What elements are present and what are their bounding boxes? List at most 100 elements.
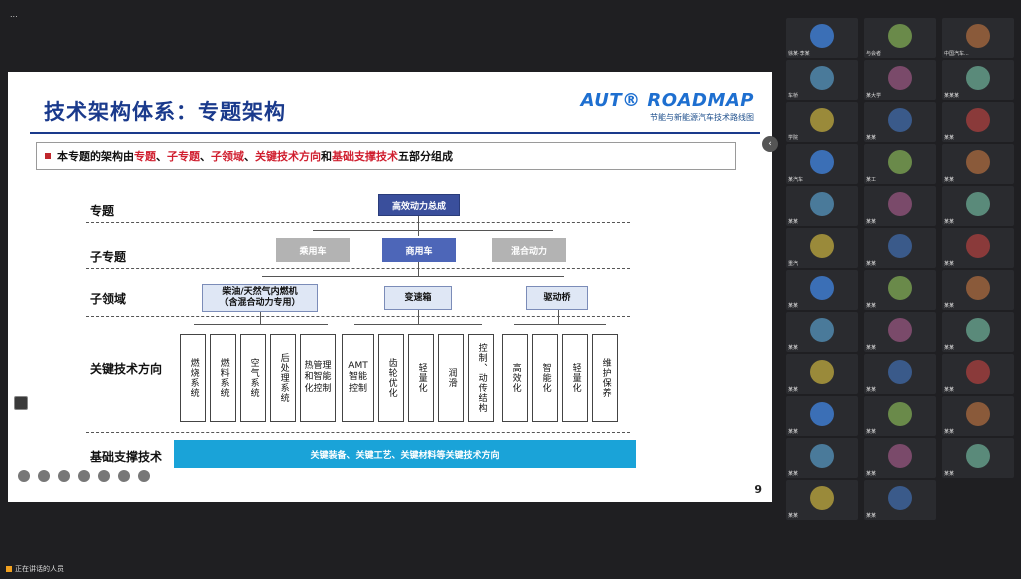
leaf-aftertreatment: 后处理系统 xyxy=(270,334,296,422)
participant-name: 徐某·李某 xyxy=(788,51,810,57)
subtopic-hybrid: 混合动力 xyxy=(492,238,566,262)
participant-tile[interactable]: 重汽 xyxy=(786,228,858,268)
connector xyxy=(194,324,328,325)
participant-name: 某某 xyxy=(944,261,955,267)
pen-icon[interactable] xyxy=(58,470,70,482)
participant-tile[interactable]: 某某 xyxy=(864,228,936,268)
leaf-intelligent: 智能化 xyxy=(532,334,558,422)
participant-tile[interactable]: 某某 xyxy=(942,186,1014,226)
avatar xyxy=(810,24,834,48)
erase-icon[interactable] xyxy=(98,470,110,482)
brand-logo: AUT® ROADMAP 节能与新能源汽车技术路线图 xyxy=(581,90,754,123)
participant-tile[interactable]: 某某 xyxy=(786,270,858,310)
avatar xyxy=(966,234,990,258)
participant-name: 某某 xyxy=(866,345,877,351)
signal-indicator: ... xyxy=(10,10,18,19)
participant-tile[interactable]: 某某 xyxy=(786,354,858,394)
side-menu-icon[interactable] xyxy=(14,396,28,410)
participant-tile[interactable]: 某某 xyxy=(942,270,1014,310)
row-label-subtopic: 子专题 xyxy=(90,250,127,264)
participant-tile[interactable]: 某某 xyxy=(942,144,1014,184)
participant-tile[interactable]: 某某 xyxy=(786,480,858,520)
participant-name: 某某 xyxy=(866,387,877,393)
participant-name: 某某 xyxy=(944,219,955,225)
avatar xyxy=(888,192,912,216)
speaking-indicator: 正在讲话的人员 xyxy=(6,564,64,574)
participant-tile[interactable]: 车桥 xyxy=(786,60,858,100)
participant-tile[interactable]: 中国汽车... xyxy=(942,18,1014,58)
row-label-subfield: 子领域 xyxy=(90,292,127,306)
participant-tile[interactable]: 某某 xyxy=(864,270,936,310)
avatar xyxy=(966,402,990,426)
participant-tile[interactable]: 某汽车 xyxy=(786,144,858,184)
participant-tile[interactable]: 某某 xyxy=(864,354,936,394)
leaf-gear-opt: 齿轮优化 xyxy=(378,334,404,422)
avatar xyxy=(810,150,834,174)
topic-node: 高效动力总成 xyxy=(378,194,460,216)
participant-name: 车桥 xyxy=(788,93,799,99)
participant-tile[interactable]: 某某 xyxy=(942,102,1014,142)
participant-tile[interactable]: 某某 xyxy=(942,228,1014,268)
participant-name: 某某 xyxy=(866,261,877,267)
participant-tile[interactable]: 某某 xyxy=(786,312,858,352)
participant-tile[interactable]: 某某 xyxy=(864,312,936,352)
avatar xyxy=(966,276,990,300)
participant-name: 某某 xyxy=(866,219,877,225)
participant-tile[interactable]: 与会者 xyxy=(864,18,936,58)
participant-tile[interactable]: 某某 xyxy=(864,396,936,436)
participant-tile[interactable]: 某某 xyxy=(864,438,936,478)
participant-tile[interactable]: 学院 xyxy=(786,102,858,142)
leaf-control: 控制、动传结构 xyxy=(468,334,494,422)
record-icon[interactable] xyxy=(38,470,50,482)
participant-tile[interactable]: 某某 xyxy=(942,396,1014,436)
participant-tile[interactable]: 某某 xyxy=(864,186,936,226)
connector xyxy=(558,310,559,324)
pointer-icon[interactable] xyxy=(18,470,30,482)
avatar xyxy=(888,150,912,174)
avatar xyxy=(888,234,912,258)
banner-text: 本专题的架构由 xyxy=(57,150,134,163)
row-divider xyxy=(86,268,630,269)
participant-tile[interactable]: 徐某·李某 xyxy=(786,18,858,58)
avatar xyxy=(888,486,912,510)
avatar xyxy=(888,402,912,426)
participant-name: 某某 xyxy=(866,513,877,519)
participant-tile[interactable]: 某某 xyxy=(864,102,936,142)
participant-tile[interactable]: 某某 xyxy=(864,480,936,520)
connector xyxy=(418,262,419,276)
participant-name: 某大学 xyxy=(866,93,882,99)
prev-icon[interactable] xyxy=(138,470,150,482)
collapse-panel-button[interactable]: ‹ xyxy=(762,136,778,152)
subfield-engine: 柴油/天然气内燃机 （含混合动力专用） xyxy=(202,284,318,312)
subfield-drive-axle: 驱动桥 xyxy=(526,286,588,310)
participant-tile[interactable]: 某某 xyxy=(942,438,1014,478)
participant-tile[interactable]: 某某 xyxy=(786,396,858,436)
leaf-air: 空气系统 xyxy=(240,334,266,422)
participant-tile[interactable]: 某某 xyxy=(942,354,1014,394)
participant-tile[interactable]: 某某某 xyxy=(942,60,1014,100)
participant-tile[interactable]: 某某 xyxy=(786,438,858,478)
leaf-fuel: 燃料系统 xyxy=(210,334,236,422)
participant-tile[interactable]: 某大学 xyxy=(864,60,936,100)
mic-icon xyxy=(6,566,12,572)
avatar xyxy=(810,66,834,90)
participant-tile[interactable]: 某工 xyxy=(864,144,936,184)
leaf-amt: AMT智能控制 xyxy=(342,334,374,422)
avatar xyxy=(888,108,912,132)
more-icon[interactable] xyxy=(118,470,130,482)
avatar xyxy=(966,24,990,48)
avatar xyxy=(810,192,834,216)
connector xyxy=(262,276,564,277)
avatar xyxy=(888,360,912,384)
select-icon[interactable] xyxy=(78,470,90,482)
participant-name: 某某 xyxy=(944,177,955,183)
banner-sep: 、 xyxy=(244,150,255,163)
banner-text: 五部分组成 xyxy=(398,150,453,163)
leaf-thermal: 热管理和智能化控制 xyxy=(300,334,336,422)
participant-name: 某某 xyxy=(788,387,799,393)
banner-text: 和 xyxy=(321,150,332,163)
leaf-combustion: 燃烧系统 xyxy=(180,334,206,422)
title-divider xyxy=(30,132,760,134)
participant-tile[interactable]: 某某 xyxy=(942,312,1014,352)
participant-tile[interactable]: 某某 xyxy=(786,186,858,226)
